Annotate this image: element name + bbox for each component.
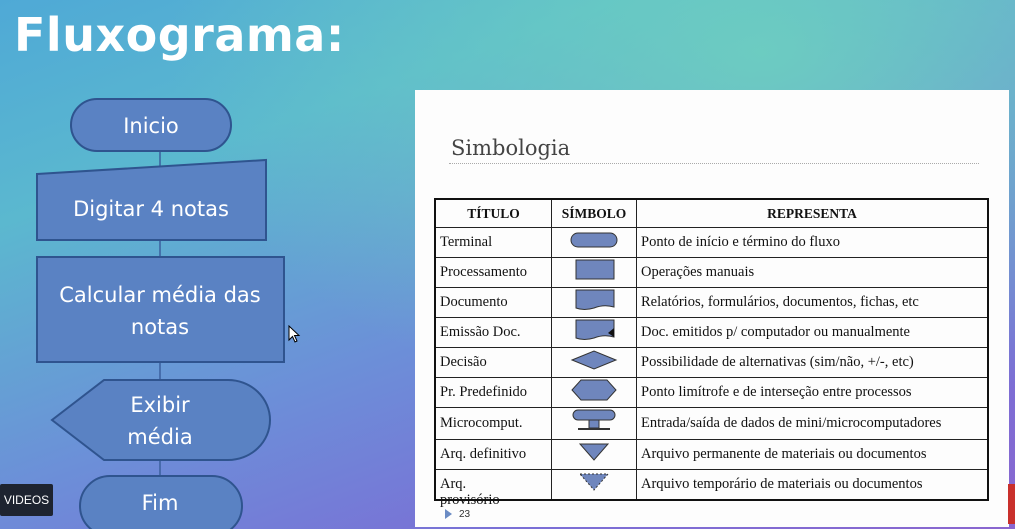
page-number: 23 — [459, 509, 471, 520]
display-label-line1: Exibir — [130, 393, 190, 417]
table-row: Microcomput. Entrada/saída de dados de m… — [434, 407, 989, 440]
table-row: Pr. Predefinido Ponto limítrofe e de int… — [434, 377, 989, 408]
row-title: Processamento — [434, 257, 552, 288]
embedded-slide: Simbologia TÍTULO SÍMBOLO REPRESENTA Ter… — [415, 90, 1009, 527]
row-title: Pr. Predefinido — [434, 377, 552, 408]
videos-button[interactable]: VIDEOS — [0, 484, 53, 516]
row-title: Documento — [434, 287, 552, 318]
row-meaning: Possibilidade de alternativas (sim/não, … — [636, 347, 989, 378]
row-title: Arq. — [434, 469, 552, 501]
display-label-line2: média — [127, 425, 192, 449]
terminal-icon — [570, 232, 618, 248]
row-meaning: Arquivo temporário de materiais ou docum… — [636, 469, 989, 501]
symbol-table: TÍTULO SÍMBOLO REPRESENTA Terminal Ponto… — [434, 198, 989, 501]
heading-divider — [449, 163, 979, 164]
table-row: Arq. Arquivo temporário de materiais ou … — [434, 469, 989, 501]
row-title: Terminal — [434, 227, 552, 258]
process-label-line1: Calcular média das — [59, 283, 260, 307]
input-shape — [36, 158, 267, 241]
row-meaning: Entrada/saída de dados de mini/microcomp… — [636, 407, 989, 440]
emission-doc-icon — [575, 319, 615, 340]
column-header-simbolo: SÍMBOLO — [551, 198, 637, 228]
end-label: Fim — [142, 491, 179, 515]
display-shape — [50, 379, 271, 461]
process-label-line2: notas — [131, 315, 189, 339]
row-title: Arq. definitivo — [434, 439, 552, 470]
row-meaning: Operações manuais — [636, 257, 989, 288]
table-row: Emissão Doc. Doc. emitidos p/ computador… — [434, 317, 989, 348]
row-title: Decisão — [434, 347, 552, 378]
row-meaning: Doc. emitidos p/ computador ou manualmen… — [636, 317, 989, 348]
column-header-representa: REPRESENTA — [636, 198, 989, 228]
row-meaning: Ponto limítrofe e de interseção entre pr… — [636, 377, 989, 408]
simbologia-heading: Simbologia — [451, 136, 571, 160]
row-meaning: Relatórios, formulários, documentos, fic… — [636, 287, 989, 318]
table-row: Documento Relatórios, formulários, docum… — [434, 287, 989, 318]
play-arrow-icon — [445, 509, 452, 519]
predefined-icon — [571, 379, 617, 401]
temporary-file-icon — [578, 473, 610, 491]
table-row: Decisão Possibilidade de alternativas (s… — [434, 347, 989, 378]
document-icon — [575, 289, 615, 310]
row-title-continuation: provisório — [440, 492, 500, 508]
column-header-titulo: TÍTULO — [434, 198, 552, 228]
mouse-pointer-icon — [288, 325, 301, 343]
table-row: Arq. definitivo Arquivo permanente de ma… — [434, 439, 989, 470]
row-meaning: Ponto de início e término do fluxo — [636, 227, 989, 258]
table-row: Processamento Operações manuais — [434, 257, 989, 288]
table-header-row: TÍTULO SÍMBOLO REPRESENTA — [434, 198, 989, 228]
input-label: Digitar 4 notas — [73, 197, 229, 221]
start-terminal-shape — [70, 98, 232, 152]
row-meaning: Arquivo permanente de materiais ou docum… — [636, 439, 989, 470]
permanent-file-icon — [578, 443, 610, 461]
start-label: Inicio — [123, 114, 179, 138]
row-title: Emissão Doc. — [434, 317, 552, 348]
end-terminal-shape — [79, 475, 243, 529]
page-title: Fluxograma: — [14, 8, 345, 62]
decision-icon — [570, 350, 618, 370]
row-title: Microcomput. — [434, 407, 552, 440]
table-row: Terminal Ponto de início e término do fl… — [434, 227, 989, 258]
microcomputer-icon — [572, 409, 616, 430]
process-icon — [575, 259, 615, 280]
process-shape — [36, 256, 285, 363]
red-tab — [1008, 484, 1015, 524]
flowchart: Inicio Digitar 4 notas Calcular média da… — [36, 98, 285, 529]
